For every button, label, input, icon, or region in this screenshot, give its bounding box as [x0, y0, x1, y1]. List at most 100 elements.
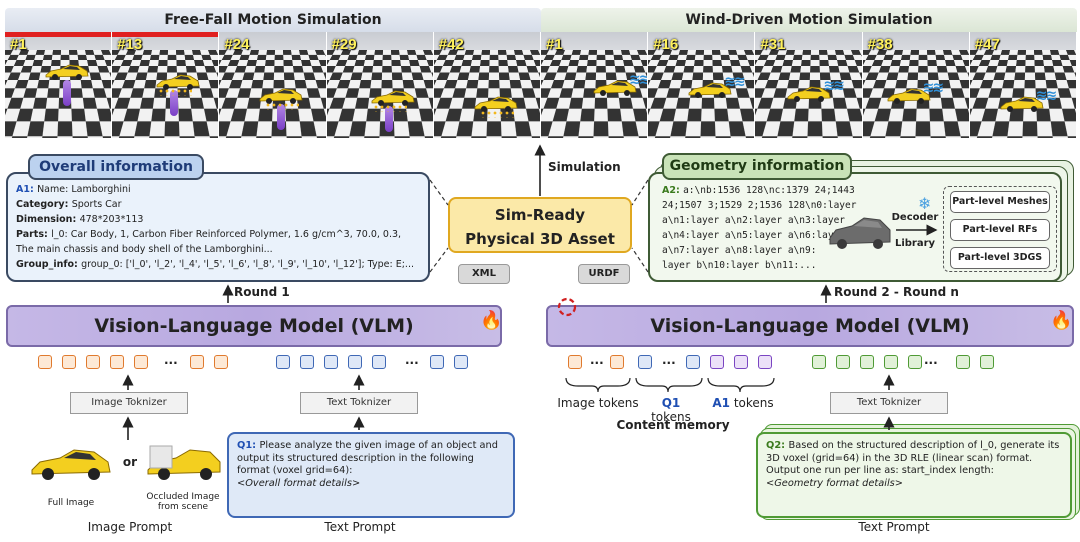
geometry-line-6: layer b\n10:layer b\n11:...: [662, 260, 817, 271]
a1-token: [758, 355, 772, 369]
image-token: [190, 355, 204, 369]
geometry-line-4: a\n4:layer a\n5:layer a\n6:layer: [662, 230, 846, 241]
q1-token: [686, 355, 700, 369]
q2-prompt-box: Q2: Based on the structured description …: [756, 432, 1072, 518]
geometry-line-3: a\n1:layer a\n2:layer a\n3:layer: [662, 215, 846, 226]
image-token: [568, 355, 582, 369]
q1-tokens-label: Q1 tokens: [651, 396, 691, 424]
overall-parts-line: Parts: l_0: Car Body, 1, Carbon Fiber Re…: [16, 229, 402, 240]
image-token-ellipsis: ...: [164, 353, 178, 367]
snowflake-icon: ❄: [918, 194, 932, 213]
content-memory-label: Content memory: [616, 418, 730, 432]
free-fall-title: Free-Fall Motion Simulation: [5, 8, 541, 32]
a1-token: [710, 355, 724, 369]
text-token-ellipsis-right: ...: [924, 353, 938, 367]
occluded-car-icon: [147, 445, 221, 480]
decoder-label: Decoder: [891, 212, 939, 223]
text-token: [300, 355, 314, 369]
q2-details: <Geometry format details>: [766, 477, 903, 489]
text-token: [348, 355, 362, 369]
round-1-label: Round 1: [234, 285, 290, 299]
q2-label: Q2: [766, 440, 782, 451]
text-tokenizer-right: Text Toknizer: [830, 392, 948, 414]
library-label: Library: [894, 238, 936, 249]
q1-token-ellipsis: ...: [662, 353, 676, 367]
image-token: [86, 355, 100, 369]
overall-category-line: Category: Sports Car: [16, 199, 122, 210]
text-token: [454, 355, 468, 369]
a1-label: A1: [16, 184, 30, 195]
voxel-car-icon: [829, 217, 891, 249]
geometry-line-5: a\n7:layer a\n8:layer a\n9:: [662, 245, 817, 256]
urdf-tag: URDF: [578, 264, 630, 284]
image-token: [610, 355, 624, 369]
text-token: [884, 355, 898, 369]
image-tokens-label: Image tokens: [557, 396, 639, 410]
free-fall-frame: #29: [326, 32, 434, 138]
free-fall-frame: #1: [5, 32, 113, 138]
q2-text: Based on the structured description of l…: [766, 440, 1060, 476]
text-token: [860, 355, 874, 369]
a1-token: [734, 355, 748, 369]
wind-title: Wind-Driven Motion Simulation: [541, 8, 1077, 32]
or-label: or: [122, 455, 138, 469]
asset-line-1: Sim-Ready: [494, 206, 586, 224]
vlm-right: Vision-Language Model (VLM): [546, 305, 1074, 347]
text-token: [836, 355, 850, 369]
free-fall-frame: #24: [219, 32, 327, 138]
image-token-ellipsis-right: ...: [590, 353, 604, 367]
image-token: [214, 355, 228, 369]
text-token-ellipsis: ...: [405, 353, 419, 367]
overall-information-box: [6, 172, 430, 282]
image-token: [110, 355, 124, 369]
simulation-label: Simulation: [548, 160, 621, 174]
image-prompt-label: Image Prompt: [87, 520, 173, 534]
round-2-label: Round 2 - Round n: [834, 285, 959, 299]
q1-label: Q1: [237, 440, 253, 451]
sports-car-icon: [31, 449, 111, 480]
occluded-image-label: Occluded Image from scene: [146, 492, 220, 512]
image-token: [134, 355, 148, 369]
wind-frame: ≋≋#1: [541, 32, 649, 138]
sim-ready-asset: Sim-Ready Physical 3D Asset: [448, 197, 632, 253]
text-prompt-label-left: Text Prompt: [324, 520, 396, 534]
wind-frame: ≋≋#31: [755, 32, 863, 138]
q1-text: Please analyze the given image of an obj…: [237, 440, 498, 476]
overall-information-tab: Overall information: [28, 154, 204, 180]
free-fall-frame: #42: [433, 32, 541, 138]
image-token: [62, 355, 76, 369]
vlm-left: Vision-Language Model (VLM): [6, 305, 502, 347]
text-prompt-label-right: Text Prompt: [858, 520, 930, 534]
xml-tag: XML: [458, 264, 510, 284]
refresh-icon: [557, 297, 577, 317]
part-level-meshes: Part-level Meshes: [950, 191, 1050, 213]
text-tokenizer-left: Text Toknizer: [300, 392, 418, 414]
part-level-outputs: [943, 186, 1057, 272]
wind-frame: ≋≋#16: [648, 32, 756, 138]
a1-tokens-label: A1 tokens: [712, 396, 774, 410]
free-fall-frame: #13: [112, 32, 220, 138]
fire-icon: 🔥: [1050, 310, 1073, 331]
asset-line-2: Physical 3D Asset: [465, 230, 615, 248]
overall-parts-line-2: The main chassis and body shell of the L…: [16, 244, 273, 255]
q1-prompt-box: Q1: Please analyze the given image of an…: [227, 432, 515, 518]
geometry-line-2: 24;1507 3;1529 2;1536 128\n0:layer: [662, 200, 857, 211]
overall-dimension-line: Dimension: 478*203*113: [16, 214, 144, 225]
image-tokenizer: Image Toknizer: [70, 392, 188, 414]
text-token: [430, 355, 444, 369]
overall-name-line: A1: Name: Lamborghini: [16, 184, 131, 195]
overall-group-line: Group_info: group_0: ['l_0', 'l_2', 'l_4…: [16, 259, 414, 270]
wind-frame: ≋≋#47: [969, 32, 1077, 138]
text-token: [908, 355, 922, 369]
text-token: [372, 355, 386, 369]
text-token: [812, 355, 826, 369]
geometry-information-tab: Geometry information: [662, 153, 852, 180]
text-token: [276, 355, 290, 369]
image-token: [38, 355, 52, 369]
fire-icon: 🔥: [480, 310, 503, 331]
wind-frame: ≋≋#38: [862, 32, 970, 138]
q1-token: [638, 355, 652, 369]
geometry-line-1: A2: a:\nb:1536 128\nc:1379 24;1443: [662, 185, 855, 196]
q1-details: <Overall format details>: [237, 477, 361, 489]
